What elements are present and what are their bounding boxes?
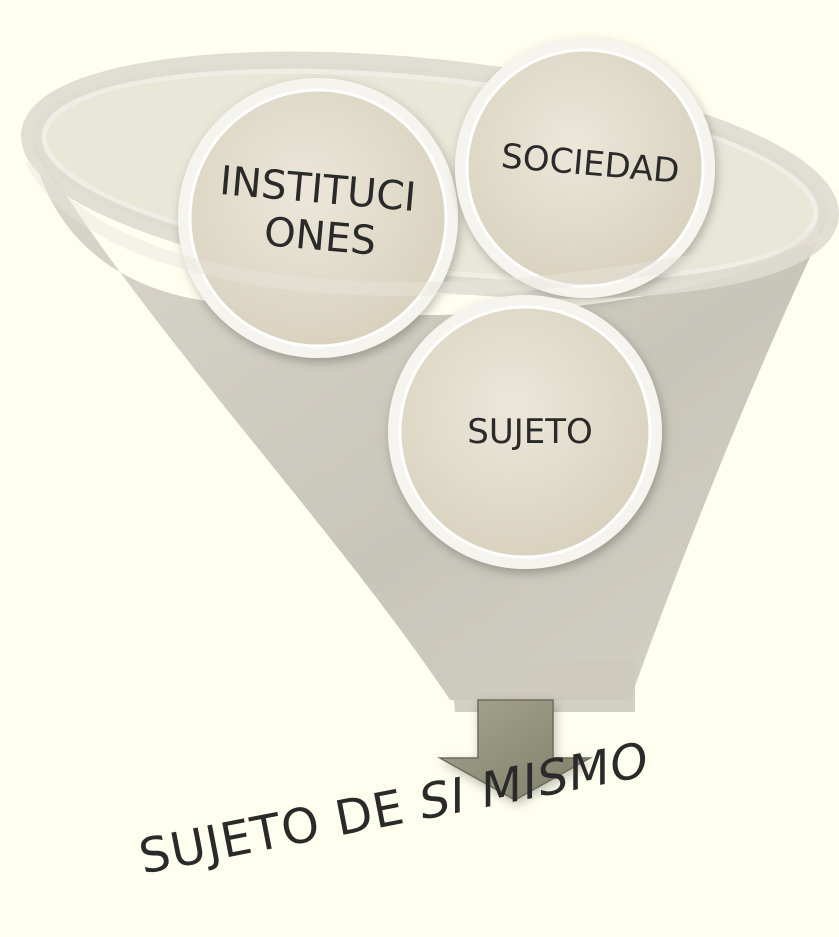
funnel-rim-front (25, 156, 822, 297)
down-arrow-icon (437, 699, 593, 801)
circle-sujeto (388, 295, 662, 569)
label-instituciones-line2: ONES (262, 209, 378, 265)
circle-sociedad (455, 38, 715, 298)
funnel-spout (450, 660, 635, 712)
label-instituciones: INSTITUCI ONES (214, 158, 431, 269)
circle-instituciones (178, 78, 458, 358)
label-sujeto: SUJETO (467, 412, 593, 452)
